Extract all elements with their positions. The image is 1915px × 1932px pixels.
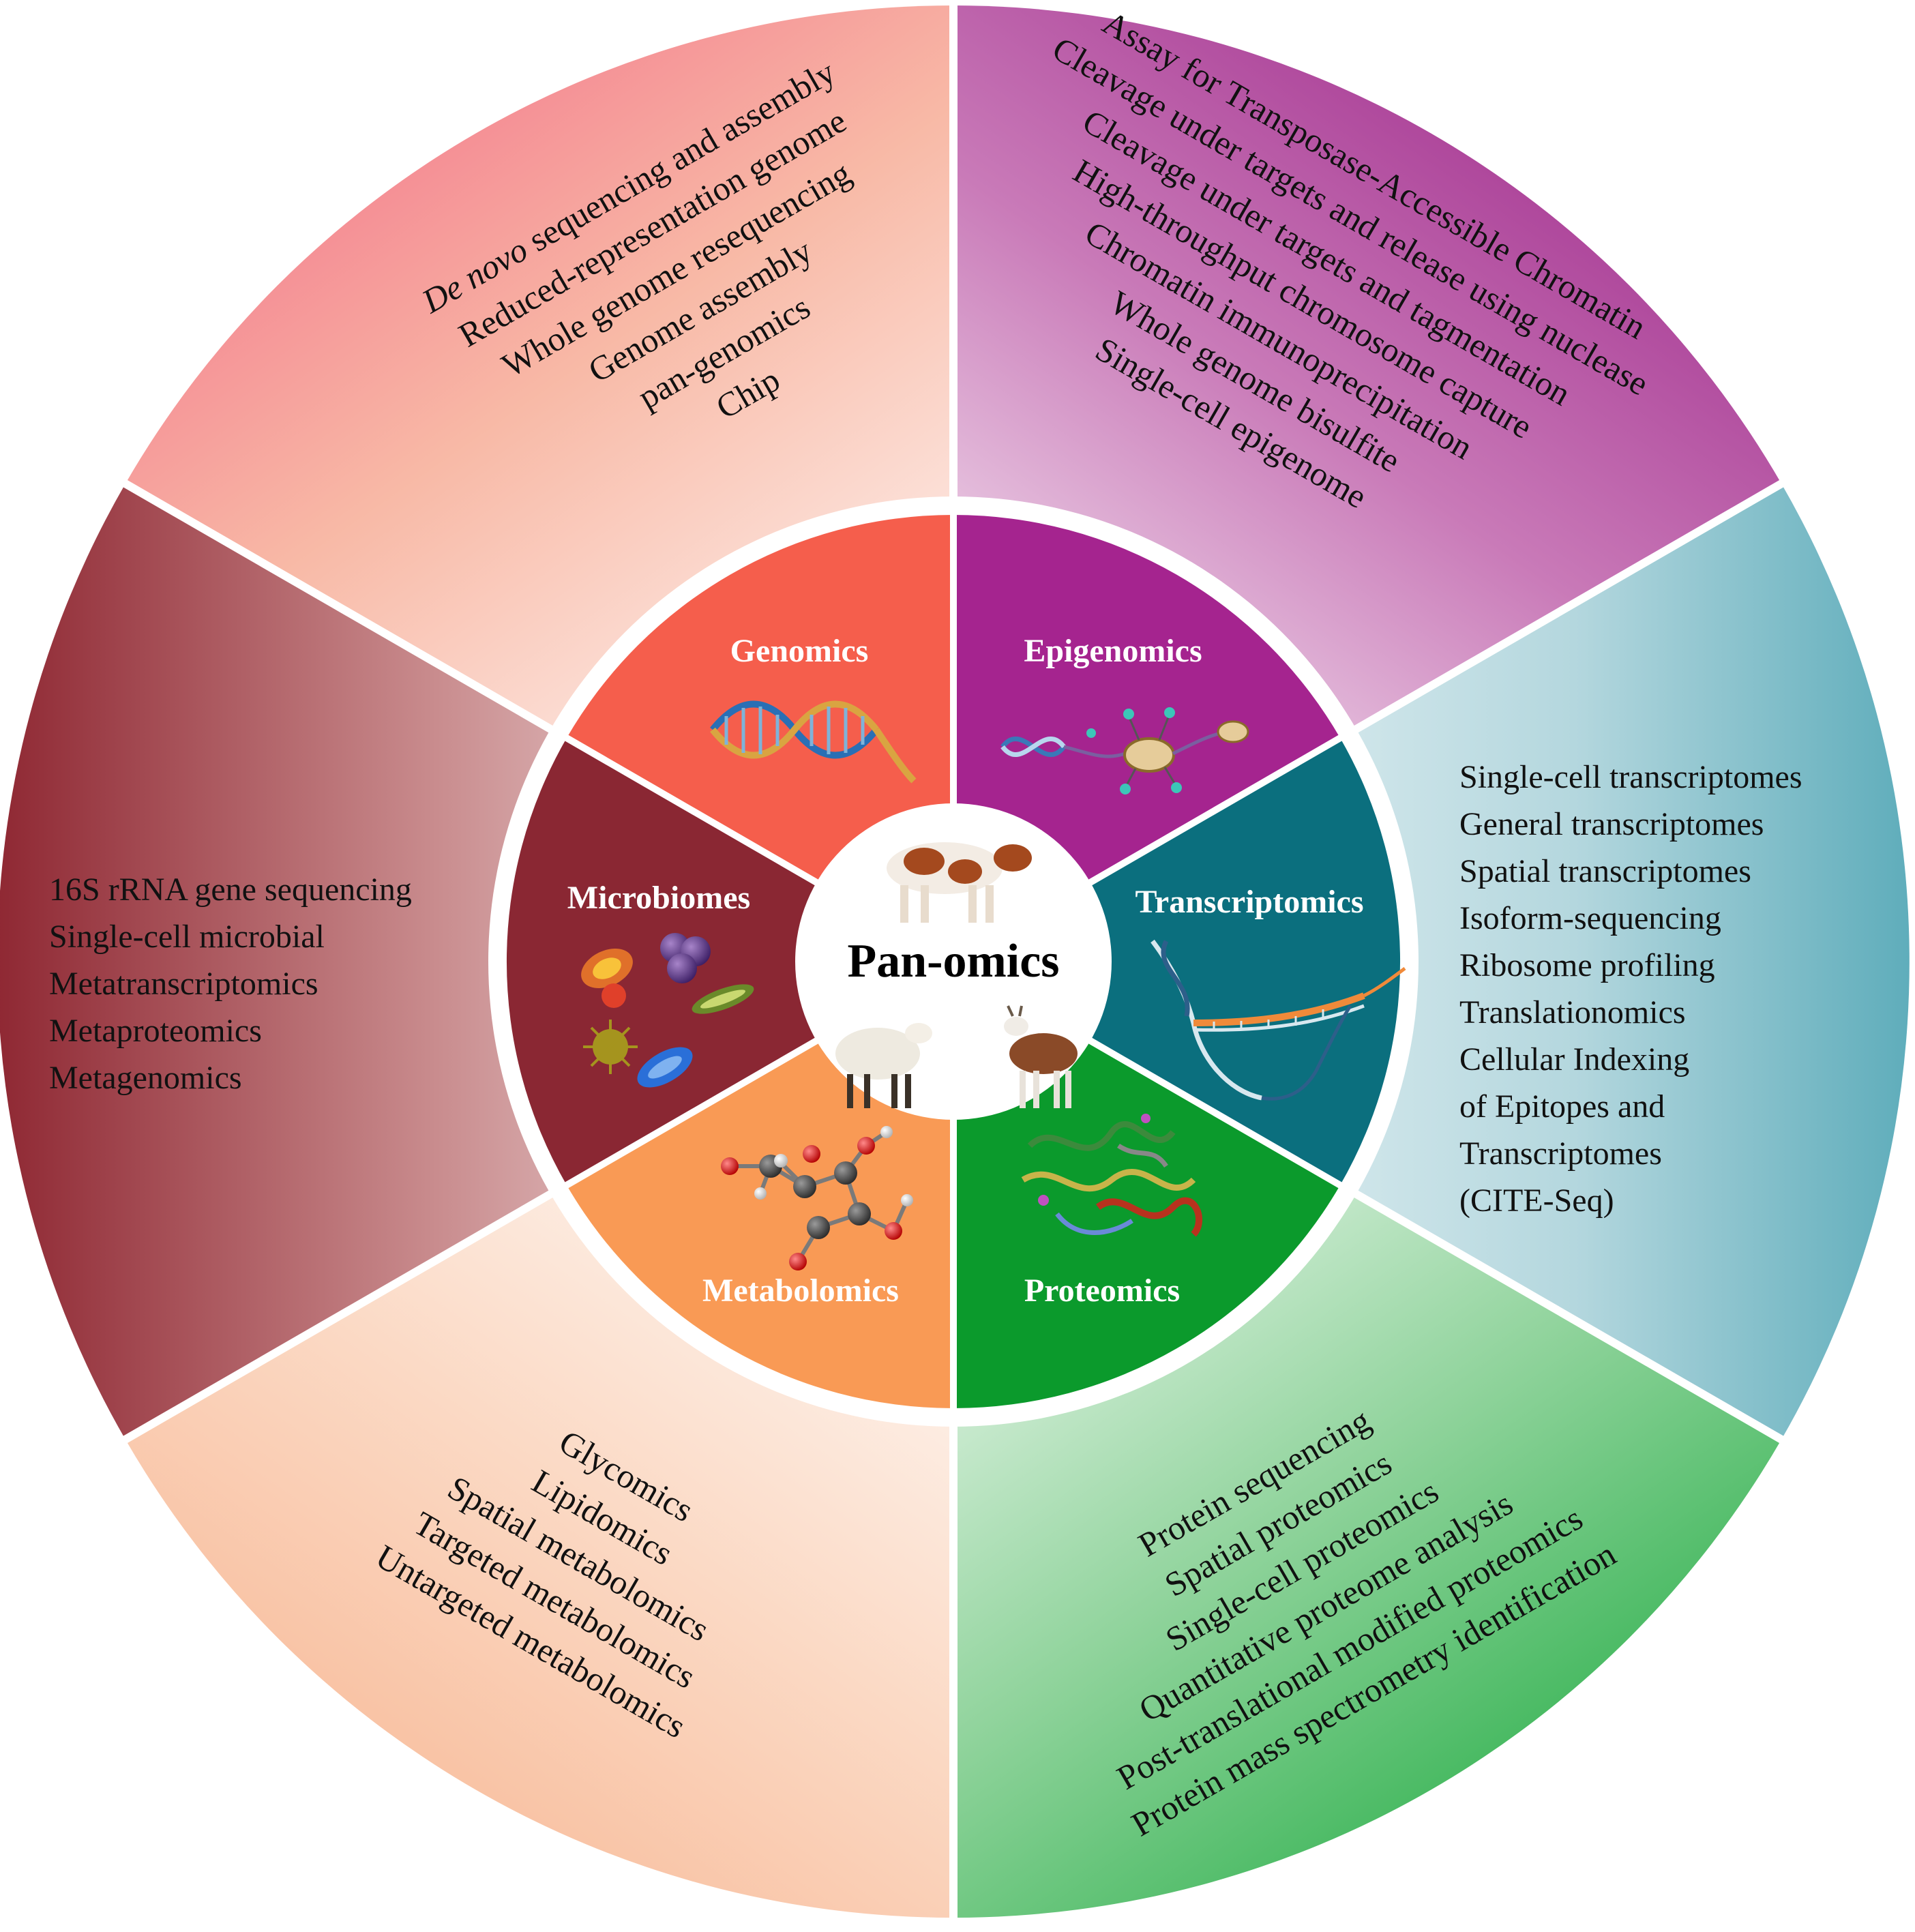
microbiomes-item-0: 16S rRNA gene sequencing <box>49 872 412 908</box>
transcriptomics-item-7: of Epitopes and <box>1459 1088 1665 1125</box>
transcriptomics-item-0: Single-cell transcriptomes <box>1459 759 1802 795</box>
inner-sector-microbiomes <box>506 738 953 1185</box>
goat-image <box>1004 1005 1078 1108</box>
transcriptomics-item-4: Ribosome profiling <box>1459 947 1715 983</box>
center-title: Pan-omics <box>847 935 1059 987</box>
sheep-image <box>835 1023 932 1108</box>
microbiomes-item-3: Metaproteomics <box>49 1013 262 1049</box>
rna-strand-icon <box>1151 939 1406 1101</box>
transcriptomics-item-3: Isoform-sequencing <box>1459 900 1721 936</box>
cow-image <box>887 842 1032 923</box>
microbiomes-method-list: 16S rRNA gene sequencing Single-cell mic… <box>49 872 412 1096</box>
segment-label-microbiomes: Microbiomes <box>567 880 750 916</box>
microbiomes-item-1: Single-cell microbial <box>49 919 325 955</box>
chromatin-nucleosome-icon <box>1000 707 1249 794</box>
molecule-ball-stick-icon <box>721 1126 913 1270</box>
outer-sector-microbiomes <box>0 484 953 1440</box>
transcriptomics-item-1: General transcriptomes <box>1459 806 1764 842</box>
segment-label-proteomics: Proteomics <box>1024 1273 1180 1309</box>
transcriptomics-item-5: Translationomics <box>1459 994 1686 1030</box>
microbiomes-item-2: Metatranscriptomics <box>49 966 318 1002</box>
protein-structure-icon <box>1021 1114 1202 1237</box>
segment-label-epigenomics: Epigenomics <box>1024 633 1202 669</box>
transcriptomics-item-2: Spatial transcriptomes <box>1459 853 1751 889</box>
transcriptomics-item-9: (CITE-Seq) <box>1459 1183 1614 1219</box>
dna-double-helix-icon <box>710 700 917 784</box>
inner-sector-transcriptomics <box>953 738 1401 1185</box>
transcriptomics-item-6: Cellular Indexing <box>1459 1041 1689 1078</box>
segment-label-genomics: Genomics <box>730 633 869 669</box>
segment-label-transcriptomics: Transcriptomics <box>1135 884 1363 920</box>
transcriptomics-item-8: Transcriptomes <box>1459 1135 1662 1172</box>
transcriptomics-method-list: Single-cell transcriptomes General trans… <box>1459 759 1802 1219</box>
segment-label-metabolomics: Metabolomics <box>702 1273 899 1309</box>
microbiomes-item-4: Metagenomics <box>49 1060 242 1096</box>
microbes-icon <box>581 933 754 1088</box>
outer-sector-transcriptomics <box>953 484 1910 1440</box>
